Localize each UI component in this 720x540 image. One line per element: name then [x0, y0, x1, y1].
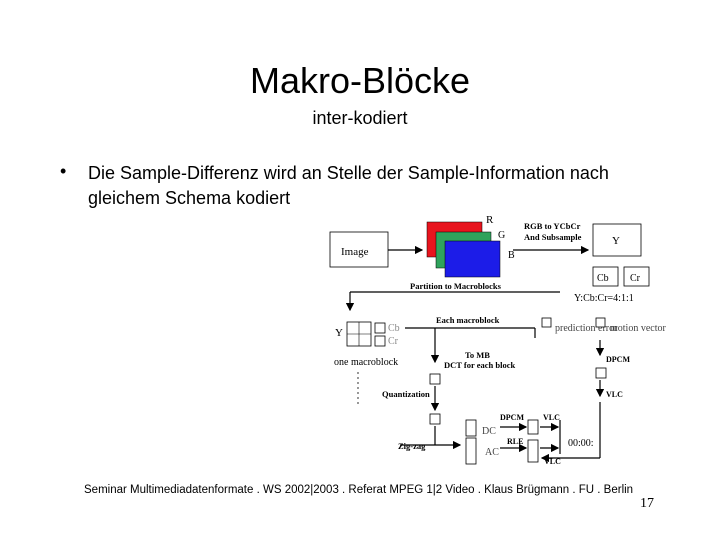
bullet-marker: • [60, 161, 67, 181]
cr-plane-box [623, 266, 650, 287]
dct-each-block-label: DCT for each block [444, 360, 516, 370]
vlc-top-label: VLC [543, 413, 560, 422]
dpcm-right-label: DPCM [606, 355, 630, 364]
r-label: R [486, 214, 494, 226]
y-plane-label: Y [612, 235, 620, 247]
quantization-label: Quantization [382, 389, 430, 399]
rgb-to-ycbcr-label: RGB to YCbCr [524, 221, 581, 231]
cb-plane-box [592, 266, 619, 287]
bitstream-label: 00:00: [568, 438, 594, 449]
slide-title: Makro-Blöcke [249, 60, 471, 101]
subsample-label: And Subsample [524, 232, 582, 242]
blue-plane [444, 240, 501, 278]
ac-label: AC [485, 447, 499, 458]
image-label: Image [341, 246, 369, 258]
macroblock-cb [374, 322, 386, 334]
macroblock-cr [374, 335, 386, 347]
motion-vector-box [595, 317, 606, 328]
slide-footer: Seminar Multimediadatenformate . WS 2002… [84, 484, 634, 496]
cb-plane-label: Cb [597, 273, 609, 284]
one-macroblock-label: one macroblock [334, 357, 398, 368]
to-mb-label: To MB [465, 350, 490, 360]
rle-box [527, 439, 539, 463]
y-plane-box [592, 223, 642, 257]
vlc-right-label: VLC [606, 390, 623, 399]
motion-vector-label: motion vector [610, 323, 666, 334]
prediction-error-box [541, 317, 552, 328]
partition-label: Partition to Macroblocks [410, 281, 502, 291]
zigzag-label: Zig-zag [398, 441, 426, 451]
mb-cr-label: Cr [388, 336, 399, 347]
g-label: G [498, 230, 505, 241]
mb-y-label: Y [335, 327, 343, 339]
ratio-label: Y:Cb:Cr=4:1:1 [574, 293, 634, 304]
rle-label: RLE [507, 437, 523, 446]
encoding-diagram: Image R G B RGB to YCbCr And Subsample Y… [329, 214, 666, 466]
slide-subtitle: inter-kodiert [312, 108, 408, 128]
page-number: 17 [640, 496, 654, 511]
dc-box [465, 419, 477, 437]
ac-box [465, 437, 477, 465]
b-label: B [508, 250, 515, 261]
dct-block [429, 373, 441, 385]
bullet-text: Die Sample-Differenz wird an Stelle der … [88, 163, 609, 208]
dpcm-bottom-box [527, 419, 539, 435]
quantized-block [429, 413, 441, 425]
dc-label: DC [482, 426, 496, 437]
each-macroblock-label: Each macroblock [436, 315, 500, 325]
cr-plane-label: Cr [630, 273, 641, 284]
mb-cb-label: Cb [388, 323, 400, 334]
vlc-bottom-label: VLC [544, 457, 561, 466]
dpcm-bottom-label: DPCM [500, 413, 524, 422]
dpcm-right-box [595, 367, 607, 379]
image-box [329, 231, 389, 268]
prediction-error-label: prediction error [555, 323, 618, 334]
